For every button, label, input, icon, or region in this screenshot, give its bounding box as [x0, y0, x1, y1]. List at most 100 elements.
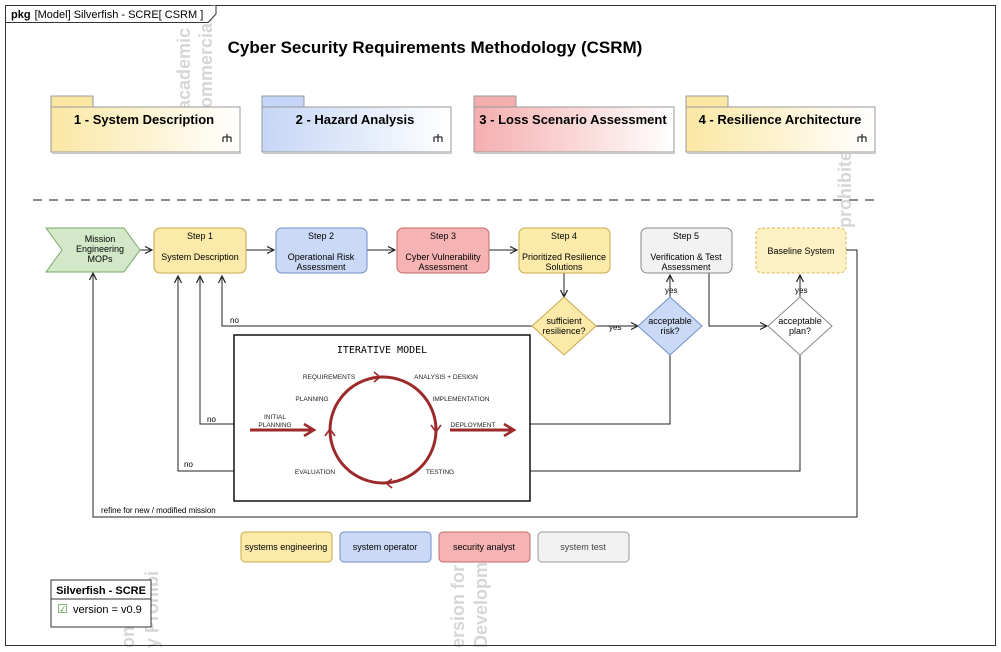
package-label: 2 - Hazard Analysis: [296, 112, 415, 127]
decision-acceptable-risk[interactable]: acceptable risk?: [637, 296, 703, 356]
decision-sufficient-resilience[interactable]: sufficient resilience?: [531, 296, 597, 356]
step-label: System Description: [161, 252, 239, 262]
step-box: [153, 227, 247, 274]
cycle-arrow-icon: [430, 424, 442, 434]
step-box: [640, 227, 733, 274]
step-box: [518, 227, 611, 274]
baseline-system-node[interactable]: Baseline System: [755, 227, 847, 274]
node-text: Engineering: [76, 244, 124, 254]
step-label: Prioritized Resilience: [522, 252, 606, 262]
step-label: Assessment: [296, 262, 346, 272]
iterative-model-panel: ITERATIVE MODEL REQUIREMENTS ANALYSIS + …: [233, 334, 531, 502]
package-tab: [473, 95, 517, 108]
step-number: Step 3: [430, 231, 456, 241]
decision-label: acceptable: [648, 316, 692, 326]
step-number: Step 1: [187, 231, 213, 241]
frame-tab: [5, 5, 217, 23]
decision-diamond: [531, 296, 597, 356]
node-text: Mission: [85, 234, 116, 244]
step-2-node[interactable]: Step 2 Operational Risk Assessment: [275, 227, 368, 274]
step-box: [755, 227, 847, 274]
legend-system-operator: system operator: [339, 531, 432, 563]
panel-frame: [233, 334, 531, 502]
decision-label: resilience?: [542, 326, 585, 336]
step-box: [275, 227, 368, 274]
stage-label: TESTING: [426, 469, 454, 476]
edge-label: no: [207, 415, 216, 424]
cycle-arrow-icon: [324, 427, 336, 437]
version-frame: [50, 579, 152, 628]
legend-security-analyst: security analyst: [438, 531, 531, 563]
version-box: Silverfish - SCRE ☑ version = v0.9: [50, 579, 152, 628]
package-shadow: [52, 152, 241, 154]
decision-label: sufficient: [546, 316, 582, 326]
step-label: Cyber Vulnerability: [405, 252, 481, 262]
package-4[interactable]: 4 - Resilience Architecture: [685, 95, 876, 154]
stage-label: PLANNING: [295, 396, 328, 403]
package-tree-icon: [222, 134, 232, 142]
package-body: [473, 106, 675, 153]
cycle-arrow-icon: [384, 478, 393, 489]
edge-label: yes: [795, 286, 807, 295]
decision-acceptable-plan[interactable]: acceptable plan?: [767, 296, 833, 356]
package-3[interactable]: 3 - Loss Scenario Assessment: [473, 95, 675, 154]
checkbox-icon: ☑: [57, 602, 68, 616]
step-label: Baseline System: [767, 246, 834, 256]
package-tree-icon: [433, 134, 443, 142]
watermark-text: academic: [174, 28, 194, 110]
step-5-node[interactable]: Step 5 Verification & Test Assessment: [640, 227, 733, 274]
version-text: version = v0.9: [73, 604, 142, 616]
edge: [708, 273, 767, 326]
legend-label: system test: [560, 542, 606, 552]
package-tab: [50, 95, 94, 108]
legend-swatch: [339, 531, 432, 563]
mission-engineering-node[interactable]: Mission Engineering MOPs: [45, 227, 141, 273]
step-label: Solutions: [545, 262, 583, 272]
legend-label: systems engineering: [245, 542, 328, 552]
watermark-text: commercial: [196, 18, 216, 118]
edge-label: no: [184, 460, 193, 469]
decision-label: acceptable: [778, 316, 822, 326]
cycle-arrows: [324, 371, 442, 489]
stage-label: ANALYSIS + DESIGN: [414, 374, 478, 381]
edge-label: refine for new / modified mission: [101, 506, 216, 515]
step-1-node[interactable]: Step 1 System Description: [153, 227, 247, 274]
package-2[interactable]: 2 - Hazard Analysis: [261, 95, 452, 154]
step-label: Verification & Test: [650, 252, 722, 262]
step-box: [396, 227, 490, 274]
legend-system-test: system test: [537, 531, 630, 563]
step-label: Assessment: [661, 262, 711, 272]
legend-systems-engineering: systems engineering: [240, 531, 333, 563]
step-3-node[interactable]: Step 3 Cyber Vulnerability Assessment: [396, 227, 490, 274]
legend: systems engineering system operator secu…: [240, 531, 630, 563]
step-label: Operational Risk: [288, 252, 355, 262]
step-label: Assessment: [418, 262, 468, 272]
chevron-shape: [45, 227, 141, 273]
package-shadow: [263, 152, 452, 154]
step-4-node[interactable]: Step 4 Prioritized Resilience Solutions: [518, 227, 611, 274]
step-number: Step 2: [308, 231, 334, 241]
stage-label: INITIAL: [264, 414, 286, 421]
stage-label: REQUIREMENTS: [303, 374, 356, 381]
panel-title: ITERATIVE MODEL: [337, 345, 427, 356]
legend-swatch: [537, 531, 630, 563]
legend-label: system operator: [353, 542, 418, 552]
frame-label: pkg[Model] Silverfish - SCRE[ CSRM ]: [11, 9, 203, 21]
legend-swatch: [438, 531, 531, 563]
package-tree-icon: [857, 134, 867, 142]
edge-label: yes: [665, 286, 677, 295]
node-text: MOPs: [87, 254, 113, 264]
package-shadow: [687, 152, 876, 154]
watermark-text: ersion for: [448, 565, 468, 648]
package-tab: [685, 95, 729, 108]
package-frame: [5, 5, 996, 646]
edge-label: no: [230, 316, 239, 325]
package-shadow: [475, 152, 675, 154]
edge: [93, 249, 858, 518]
package-1[interactable]: 1 - System Description: [50, 95, 241, 154]
legend-label: security analyst: [453, 542, 516, 552]
package-label: 3 - Loss Scenario Assessment: [479, 112, 667, 127]
edge: [222, 276, 533, 327]
